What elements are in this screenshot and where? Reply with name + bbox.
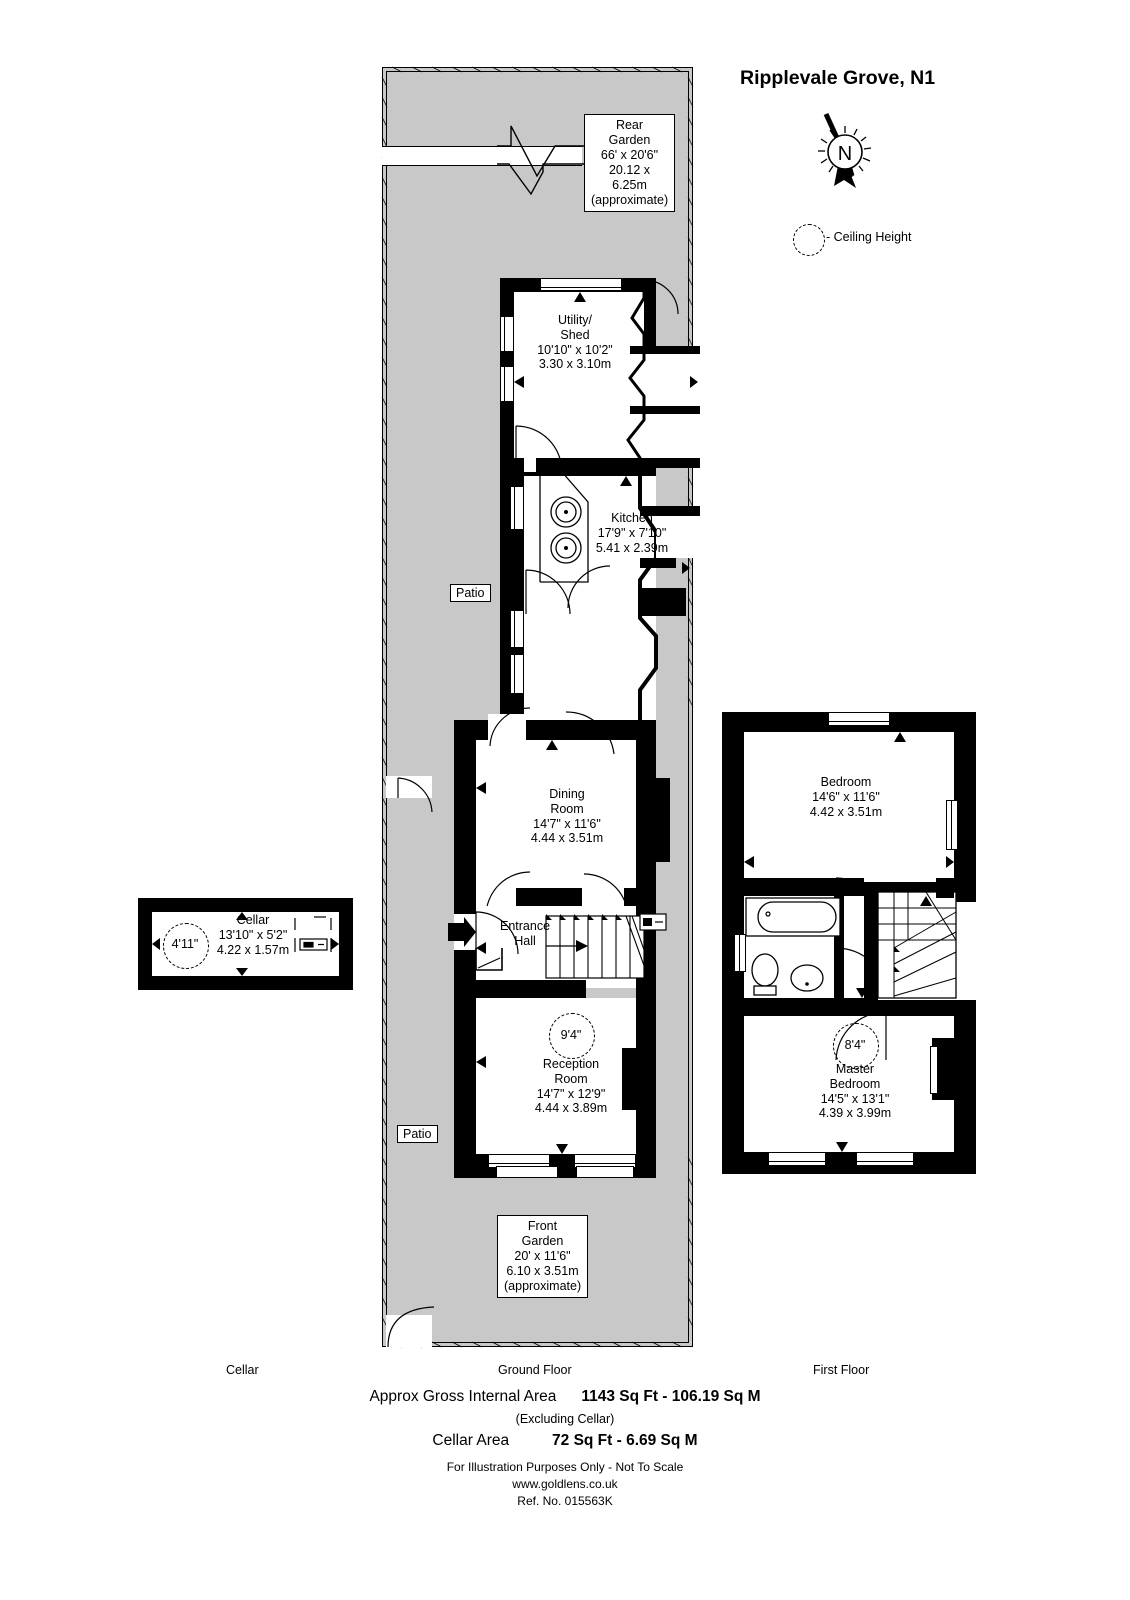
reception-ceiling-height-value: 9'4" (560, 1028, 582, 1042)
master-metric: 4.39 x 3.99m (818, 1106, 892, 1121)
utility-metric: 3.30 x 3.10m (538, 357, 612, 372)
front-path-curve (386, 1305, 436, 1348)
cellar-ceiling-height-value: 4'11" (171, 937, 199, 951)
rear-garden-note: (approximate) (591, 193, 669, 207)
front-garden-metric: 6.10 x 3.51m (506, 1264, 579, 1278)
cellar-imperial: 13'10" x 5'2" (218, 927, 288, 942)
dining-name-1: Dining (549, 787, 585, 801)
side-gate-swing (397, 777, 434, 814)
reception-name-2: Room (554, 1071, 588, 1086)
rear-garden-divider-zigzag (497, 120, 587, 198)
front-garden-label: Front Garden 20' x 11'6" 6.10 x 3.51m (a… (497, 1215, 588, 1298)
master-name-2: Bedroom (829, 1076, 881, 1091)
kitchen-label: Kitchen 17'9" x 7'10" 5.41 x 2.39m (573, 511, 691, 555)
front-garden-note: (approximate) (504, 1279, 582, 1293)
rear-garden-imperial: 66' x 20'6" (600, 148, 659, 162)
gross-area-row: Approx Gross Internal Area 1143 Sq Ft - … (0, 1388, 1130, 1406)
dining-imperial: 14'7" x 11'6" (533, 816, 601, 831)
reference-number: Ref. No. 015563K (517, 1494, 613, 1508)
master-bedroom-ceiling-height-value: 8'4" (844, 1038, 866, 1052)
utility-imperial: 10'10" x 10'2" (537, 342, 613, 357)
kitchen-imperial: 17'9" x 7'10" (597, 525, 667, 540)
master-bedroom-label: Master Bedroom 14'5" x 13'1" 4.39 x 3.99… (795, 1062, 915, 1121)
entrance-hall-label: Entrance Hall (479, 919, 571, 949)
ceiling-height-legend-label: - Ceiling Height (826, 230, 912, 244)
utility-name-2: Shed (560, 327, 590, 342)
ground-floor-plan (440, 258, 700, 1178)
rear-garden-metric: 20.12 x 6.25m (608, 163, 650, 192)
dining-metric: 4.44 x 3.51m (530, 831, 604, 846)
toilet-icon (750, 952, 780, 1000)
gross-area-value: 1143 Sq Ft - 106.19 Sq M (581, 1388, 761, 1405)
ground-floor-staircase (545, 906, 655, 986)
cellar-name: Cellar (236, 913, 270, 927)
first-floor-plan (722, 712, 976, 1178)
reception-imperial: 14'7" x 12'9" (536, 1086, 606, 1101)
rear-garden-divider (382, 146, 582, 166)
front-garden-name-2: Garden (521, 1234, 564, 1248)
reception-room-label: Reception Room 14'7" x 12'9" 4.44 x 3.89… (512, 1057, 630, 1116)
rear-garden-label: Rear Garden 66' x 20'6" 20.12 x 6.25m (a… (584, 114, 675, 212)
dining-name-2: Room (550, 801, 584, 816)
cellar-area-label: Cellar Area (432, 1432, 510, 1449)
utility-shed-label: Utility/ Shed 10'10" x 10'2" 3.30 x 3.10… (516, 313, 634, 372)
utility-name-1: Utility/ (557, 313, 593, 327)
front-garden-imperial: 20' x 11'6" (514, 1249, 571, 1263)
website-link[interactable]: www.goldlens.co.uk (512, 1477, 618, 1491)
entrance-hall-name-1: Entrance (499, 919, 551, 933)
bedroom-metric: 4.42 x 3.51m (809, 804, 883, 819)
cellar-area-row: Cellar Area 72 Sq Ft - 6.69 Sq M (0, 1432, 1130, 1450)
plot-boundary (381, 66, 694, 1348)
bedroom-label: Bedroom 14'6" x 11'6" 4.42 x 3.51m (786, 775, 906, 819)
cellar-area-value: 72 Sq Ft - 6.69 Sq M (552, 1432, 698, 1449)
kitchen-name: Kitchen (611, 511, 653, 525)
master-name-1: Master (835, 1062, 875, 1076)
cellar-ceiling-height-icon (163, 923, 209, 969)
front-path-gap (386, 1315, 432, 1347)
ground-floor-label: Ground Floor (498, 1363, 572, 1377)
first-floor-staircase (877, 891, 957, 1002)
disclaimer-text: For Illustration Purposes Only - Not To … (446, 1460, 684, 1474)
compass-north-icon: N (800, 110, 890, 205)
front-garden-name-1: Front (527, 1219, 558, 1233)
svg-text:N: N (838, 143, 852, 165)
rear-garden-name-2: Garden (608, 133, 651, 147)
patio-label-lower: Patio (397, 1125, 438, 1143)
dining-room-label: Dining Room 14'7" x 11'6" 4.44 x 3.51m (508, 787, 626, 846)
reception-metric: 4.44 x 3.89m (534, 1101, 608, 1116)
first-floor-label: First Floor (813, 1363, 870, 1377)
entrance-hall-name-2: Hall (514, 933, 536, 948)
excluding-cellar-note: (Excluding Cellar) (515, 1412, 615, 1426)
master-bedroom-ceiling-height-icon (833, 1023, 879, 1069)
kitchen-metric: 5.41 x 2.39m (595, 540, 669, 555)
page-title: Ripplevale Grove, N1 (740, 67, 936, 89)
cellar-room-label: Cellar 13'10" x 5'2" 4.22 x 1.57m (193, 913, 313, 957)
cellar-floor-label: Cellar (226, 1363, 259, 1377)
master-imperial: 14'5" x 13'1" (820, 1091, 890, 1106)
reception-ceiling-height-icon (549, 1013, 595, 1059)
cellar-metric: 4.22 x 1.57m (216, 942, 290, 957)
gross-area-label: Approx Gross Internal Area (369, 1388, 557, 1405)
patio-label-upper: Patio (450, 584, 491, 602)
bedroom-name: Bedroom (820, 775, 872, 789)
rear-garden-name-1: Rear (615, 118, 644, 132)
ceiling-height-legend-icon (793, 224, 825, 256)
reception-name-1: Reception (542, 1057, 600, 1071)
bathtub-icon (745, 897, 841, 937)
bedroom-imperial: 14'6" x 11'6" (812, 789, 880, 804)
basin-icon (790, 962, 824, 994)
